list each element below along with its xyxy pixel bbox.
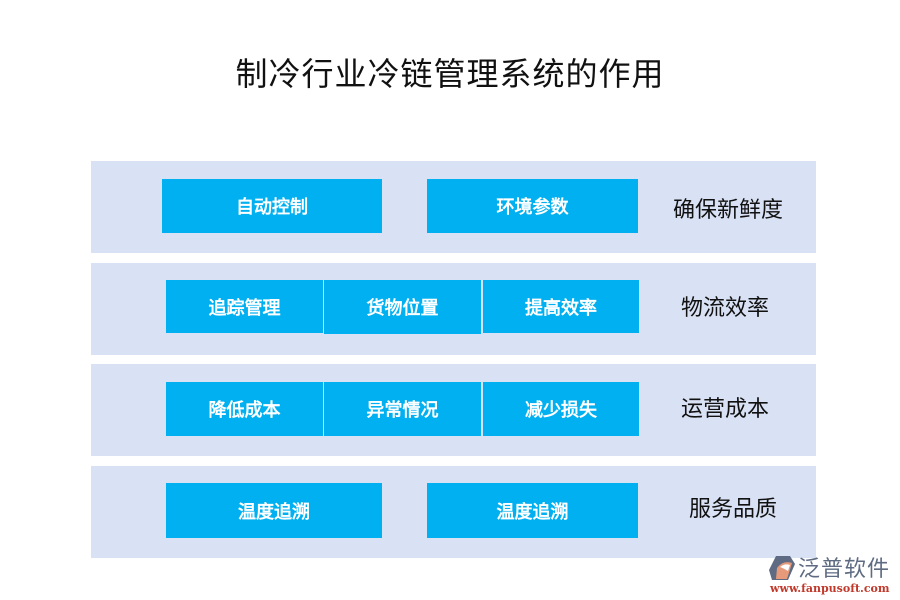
item-box: 温度追溯: [427, 483, 638, 538]
row-panel-operating-cost: 降低成本 异常情况 减少损失 运营成本: [91, 364, 816, 456]
item-box: 追踪管理: [166, 280, 323, 333]
row-label: 确保新鲜度: [673, 198, 784, 223]
logo-url: www.fanpusoft.com: [770, 582, 890, 595]
item-box: 温度追溯: [166, 483, 382, 538]
row-label: 服务品质: [689, 497, 778, 522]
row-label: 物流效率: [681, 296, 770, 321]
row-label: 运营成本: [681, 397, 770, 422]
item-box: 降低成本: [166, 382, 323, 436]
row-panel-freshness: 自动控制 环境参数 确保新鲜度: [91, 161, 816, 253]
row-panel-service-quality: 温度追溯 温度追溯 服务品质: [91, 466, 816, 558]
logo-name: 泛普软件: [798, 557, 891, 582]
item-box: 货物位置: [324, 280, 481, 334]
row-panel-logistics: 追踪管理 货物位置 提高效率 物流效率: [91, 263, 816, 355]
fanpu-logo: 泛普软件 www.fanpusoft.com: [768, 553, 898, 598]
item-box: 提高效率: [483, 280, 639, 333]
diagram-title: 制冷行业冷链管理系统的作用: [235, 55, 665, 93]
item-box: 自动控制: [162, 179, 382, 233]
item-box: 减少损失: [483, 382, 639, 436]
item-box: 异常情况: [324, 382, 481, 436]
fanpu-logo-icon: [769, 556, 795, 580]
item-box: 环境参数: [427, 179, 638, 233]
